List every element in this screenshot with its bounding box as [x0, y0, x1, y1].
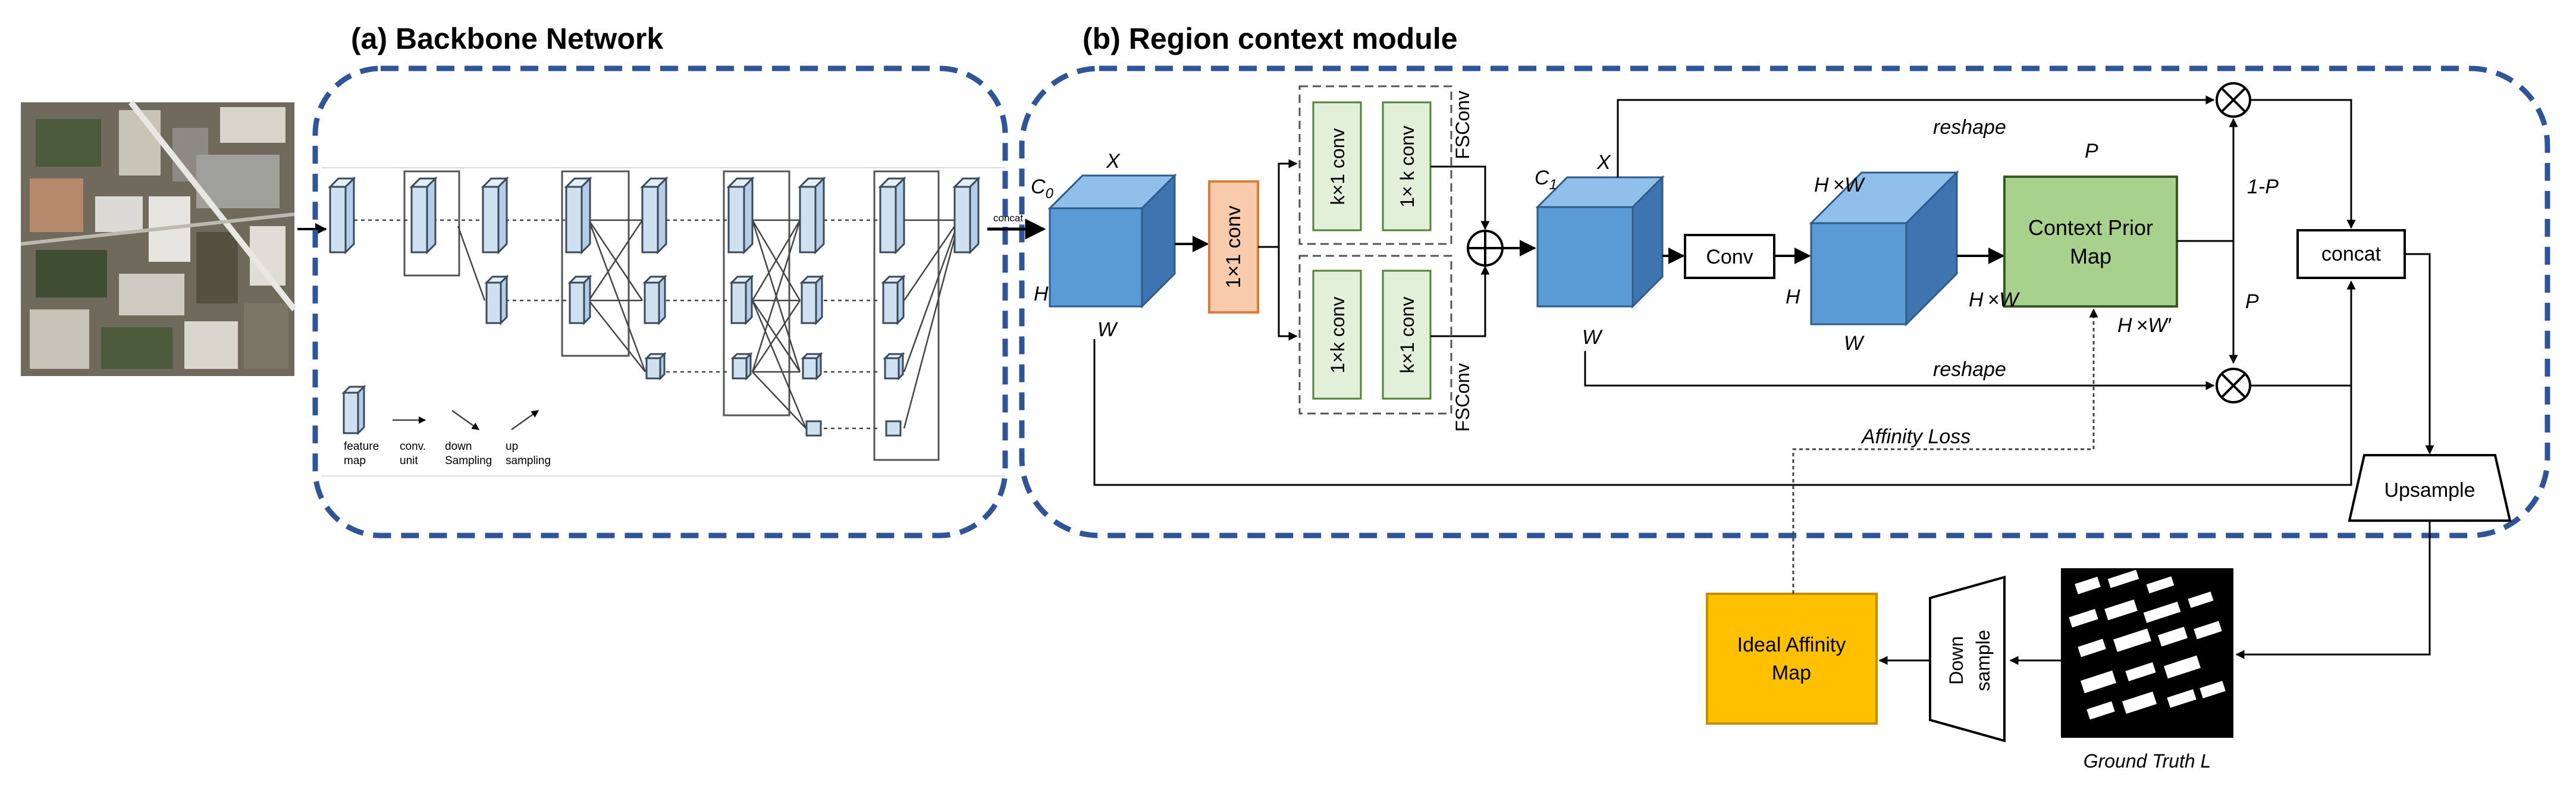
legend-map-label: map [344, 455, 366, 467]
upsample-label: Upsample [2384, 479, 2475, 502]
backbone-output-tag: concat [993, 212, 1023, 224]
downsample-block [1929, 575, 2006, 743]
affinity-loss-dashed-arrow [1792, 308, 2098, 594]
reshape-bottom-arrow [1584, 351, 2215, 390]
feature-cube-c1 [1535, 175, 1665, 309]
backbone-network-container [312, 65, 1008, 538]
region-context-module-container [1019, 65, 2550, 538]
context-prior-hxw-label: H ×W [1969, 289, 2020, 311]
context-prior-map-block [2003, 176, 2178, 308]
c0-w-label: W [1097, 318, 1118, 341]
concat-block [2296, 229, 2406, 279]
fsconv-top-box [1298, 85, 1452, 245]
conv-1x1-block [1208, 180, 1259, 314]
downsample-label-line2: sample [1972, 630, 1994, 691]
context-prior-label-line2: Map [2070, 244, 2111, 268]
fsconv-top-label: FSConv [1452, 90, 1473, 159]
bottom-branch-to-sum-arrow [1430, 265, 1490, 337]
reshape-top-arrow [1617, 95, 2215, 177]
upsample-block [2348, 454, 2512, 522]
legend-feature-label: feature [344, 440, 379, 453]
upsample-to-ground-truth-arrow [2235, 521, 2431, 659]
hxw-prime-label: H ×W′ [2117, 314, 2172, 337]
multiply-bottom-to-concat-arrow [2250, 280, 2356, 387]
p-top-label: P [2085, 140, 2098, 162]
c0-skip-connection-line [1093, 339, 2352, 486]
kx1-conv-top-label: k×1 conv [1327, 129, 1348, 205]
feature-cube-c0 [1047, 173, 1177, 309]
fsconv-bottom-box [1298, 255, 1452, 415]
kx1-conv-bottom-label: k×1 conv [1397, 297, 1418, 374]
c0-label: C0 [1031, 176, 1054, 202]
legend-up-label: up [506, 440, 518, 453]
legend-up-arrow-icon [511, 409, 539, 431]
c0-h-label: H [1034, 283, 1049, 305]
kx1-conv-top-block [1312, 101, 1362, 231]
top-branch-to-sum-arrow [1430, 165, 1490, 230]
conv-block [1684, 234, 1775, 279]
split-to-bottom-branch-arrow [1278, 247, 1298, 341]
context-prior-label-line1: Context Prior [2028, 215, 2153, 240]
multiply-bottom-icon [2216, 368, 2251, 403]
1xk-conv-bottom-label: 1×k conv [1327, 297, 1348, 374]
legend-up-sampling-label: sampling [506, 455, 551, 467]
multiply-top-to-concat-arrow [2250, 99, 2356, 229]
split-to-top-branch-arrow [1258, 159, 1298, 248]
affinity-loss-label: Affinity Loss [1860, 425, 1971, 448]
legend-feature-map-icon [343, 386, 365, 434]
conv-1x1-label: 1×1 conv [1222, 206, 1245, 289]
c0-x-label: X [1106, 150, 1121, 173]
conv-label: Conv [1706, 246, 1753, 268]
kx1-conv-bottom-block [1382, 270, 1432, 400]
ideal-affinity-label-line1: Ideal Affinity [1737, 634, 1846, 656]
concat-to-upsample-arrow [2405, 253, 2434, 455]
backbone-network-title: (a) Backbone Network [351, 22, 663, 55]
downsample-label-line1: Down [1946, 636, 1967, 685]
concat-label: concat [2321, 243, 2382, 265]
c1-label: C1 [1535, 167, 1557, 193]
input-satellite-image [20, 100, 297, 376]
p-side-label: P [2245, 290, 2259, 313]
ideal-affinity-map-block [1706, 593, 1878, 725]
region-context-module-title: (b) Region context module [1083, 22, 1458, 55]
ideal-affinity-label-line2: Map [1772, 662, 1811, 684]
feature-cube-hxw [1809, 170, 1959, 327]
cube-w-label: W [1844, 332, 1865, 355]
c1-w-label: W [1582, 326, 1603, 349]
ground-truth-mask-image [2061, 568, 2233, 738]
cube-hxw-top-label: H ×W [1814, 174, 1865, 196]
element-wise-sum-icon [1467, 230, 1504, 267]
c1-x-label: X [1596, 151, 1611, 174]
cube-h-label: H [1786, 286, 1800, 308]
reshape-top-label: reshape [1933, 116, 2006, 139]
ground-truth-label: Ground Truth L [2084, 750, 2211, 772]
one-minus-p-label: 1-P [2247, 176, 2279, 198]
backbone-network-figure: concat feature map conv. unit down Sampl… [321, 167, 1023, 477]
multiply-top-icon [2216, 82, 2251, 118]
reshape-bottom-label: reshape [1933, 358, 2006, 381]
1xk-conv-top-label: 1× k conv [1397, 126, 1418, 208]
1xk-conv-bottom-block [1312, 270, 1362, 400]
fsconv-bottom-label: FSConv [1452, 363, 1473, 432]
legend-down-label: down [445, 440, 472, 453]
legend-sampling-label: Sampling [445, 455, 492, 467]
legend-conv-label: conv. [400, 440, 426, 453]
1xk-conv-top-block [1382, 101, 1432, 231]
legend-down-arrow-icon [451, 409, 480, 431]
legend-unit-label: unit [400, 455, 418, 467]
